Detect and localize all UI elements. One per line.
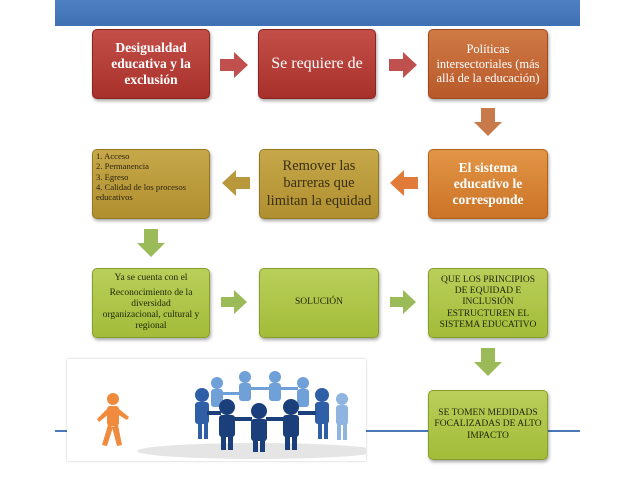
recognition-line-2: Reconocimiento de la diversidad (109, 287, 193, 309)
arrow-left-icon (390, 170, 418, 196)
list-item: 1. Acceso (96, 151, 130, 161)
box-principles-text: QUE LOS PRINCIPIOS DE EQUIDAD E INCLUSIÓ… (439, 274, 537, 330)
arrow-right-icon (389, 52, 417, 78)
box-measures: SE TOMEN MEDIDADS FOCALIZADAS DE ALTO IM… (428, 390, 548, 460)
arrow-right-icon (220, 52, 248, 78)
box-access-list: 1. Acceso 2. Permanencia 3. Egreso 4. Ca… (92, 149, 210, 219)
people-circle-icon (97, 371, 366, 459)
box-recognition: Ya se cuenta con el Reconocimiento de la… (92, 268, 210, 338)
box-requires-text: Se requiere de (271, 54, 363, 72)
list-item: 4. Calidad de los procesos educativos (96, 181, 186, 203)
arrow-right-icon (390, 290, 416, 314)
box-barriers: Remover las barreras que limitan la equi… (259, 149, 379, 219)
arrow-left-icon (222, 170, 250, 196)
recognition-line-3: organizacional, cultural y regional (102, 310, 200, 332)
box-policies-text: Políticas intersectoriales (más allá de … (436, 41, 540, 86)
box-requires: Se requiere de (258, 29, 376, 99)
box-solution: SOLUCIÓN (259, 268, 379, 338)
arrow-down-icon (137, 229, 165, 257)
box-system: El sistema educativo le corresponde (428, 149, 548, 219)
people-circle-image (67, 359, 366, 461)
list-item: 2. Permanencia (96, 161, 149, 172)
box-inequality-text: Desigualdad educativa y la exclusión (111, 40, 191, 87)
box-solution-text: SOLUCIÓN (294, 297, 344, 308)
excluded-person-icon (97, 393, 129, 446)
arrow-right-icon (221, 290, 247, 314)
box-principles: QUE LOS PRINCIPIOS DE EQUIDAD E INCLUSIÓ… (428, 268, 548, 338)
box-measures-text: SE TOMEN MEDIDADS FOCALIZADAS DE ALTO IM… (434, 408, 542, 441)
box-policies: Políticas intersectoriales (más allá de … (428, 29, 548, 99)
arrow-down-icon (474, 108, 502, 136)
box-barriers-text: Remover las barreras que limitan la equi… (266, 158, 372, 209)
top-banner (55, 0, 580, 26)
list-item: 3. Egreso (96, 171, 129, 182)
recognition-line-1: Ya se cuenta con el (114, 273, 188, 284)
arrow-down-icon (474, 348, 502, 376)
box-system-text: El sistema educativo le corresponde (452, 160, 524, 207)
box-inequality: Desigualdad educativa y la exclusión (92, 29, 210, 99)
